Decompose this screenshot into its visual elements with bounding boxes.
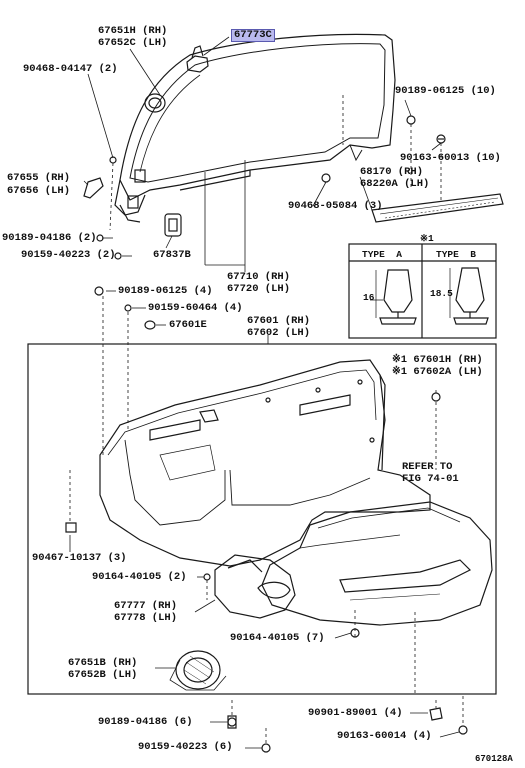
bracket-67710 [204,172,245,266]
label-90159-40223-2[interactable]: 90159-40223 (2) [21,249,116,261]
type-a-heading: TYPE A [362,249,402,260]
label-67601h[interactable]: ※1 67601H (RH) [392,354,483,366]
refer-to-line2[interactable]: FIG 74-01 [402,473,459,485]
label-90164-40105-7[interactable]: 90164-40105 (7) [230,632,325,644]
label-90159-60464[interactable]: 90159-60464 (4) [148,302,243,314]
type-b-heading: TYPE B [436,249,476,260]
label-90159-40223-6[interactable]: 90159-40223 (6) [138,741,233,753]
refer-to-line1[interactable]: REFER TO [402,461,453,473]
leader-lines [69,36,460,749]
armrest [261,501,493,626]
door-frame-outer [114,33,396,223]
label-67602a[interactable]: ※1 67602A (LH) [392,366,483,378]
type-note-mark: ※1 [420,233,434,244]
label-90163-60014[interactable]: 90163-60014 (4) [337,730,432,742]
label-67778[interactable]: 67778 (LH) [114,612,178,624]
weatherstrip-68170 [371,193,504,223]
label-90467-10137[interactable]: 90467-10137 (3) [32,552,127,564]
tweeter-grille [144,93,166,113]
dashed-leaders [69,95,464,744]
label-67601[interactable]: 67601 (RH) [247,315,311,327]
clip-67773c [186,45,209,73]
label-90901-89001[interactable]: 90901-89001 (4) [308,707,403,719]
label-67773c[interactable]: 67773C [231,29,275,42]
pocket-67777 [214,554,296,619]
door-trim-panel [99,359,431,567]
label-90189-06125-4[interactable]: 90189-06125 (4) [118,285,213,297]
label-67777[interactable]: 67777 (RH) [114,600,178,612]
fasteners-upper [94,115,446,330]
label-67652c[interactable]: 67652C (LH) [98,37,168,49]
label-67602[interactable]: 67602 (LH) [247,327,311,339]
type-a-dimension: 16 [363,292,375,303]
type-detail-box [348,243,497,339]
label-67720[interactable]: 67720 (LH) [227,283,291,295]
label-68220a[interactable]: 68220A (LH) [360,178,430,190]
label-90189-04186-2[interactable]: 90189-04186 (2) [2,232,97,244]
label-90163-60013[interactable]: 90163-60013 (10) [400,152,501,164]
label-90189-06125-10[interactable]: 90189-06125 (10) [395,85,496,97]
label-68170[interactable]: 68170 (RH) [360,166,424,178]
trim-panel-box [27,343,497,695]
label-67601e[interactable]: 67601E [169,319,207,331]
label-67837b[interactable]: 67837B [153,249,191,261]
type-b-dimension: 18.5 [430,288,453,299]
figure-id: 670128A [475,754,513,764]
speaker-grille-67651b [169,650,227,691]
part-67655 [83,177,104,199]
label-67656[interactable]: 67656 (LH) [7,185,71,197]
label-90468-04147[interactable]: 90468-04147 (2) [23,63,118,75]
label-90164-40105-2[interactable]: 90164-40105 (2) [92,571,187,583]
label-67651h[interactable]: 67651H (RH) [98,25,168,37]
part-67837b [164,213,182,237]
label-90468-05084[interactable]: 90468-05084 (3) [288,200,383,212]
label-67652b[interactable]: 67652B (LH) [68,669,138,681]
label-67655[interactable]: 67655 (RH) [7,172,71,184]
label-67710[interactable]: 67710 (RH) [227,271,291,283]
label-90189-04186-6[interactable]: 90189-04186 (6) [98,716,193,728]
label-67651b[interactable]: 67651B (RH) [68,657,138,669]
